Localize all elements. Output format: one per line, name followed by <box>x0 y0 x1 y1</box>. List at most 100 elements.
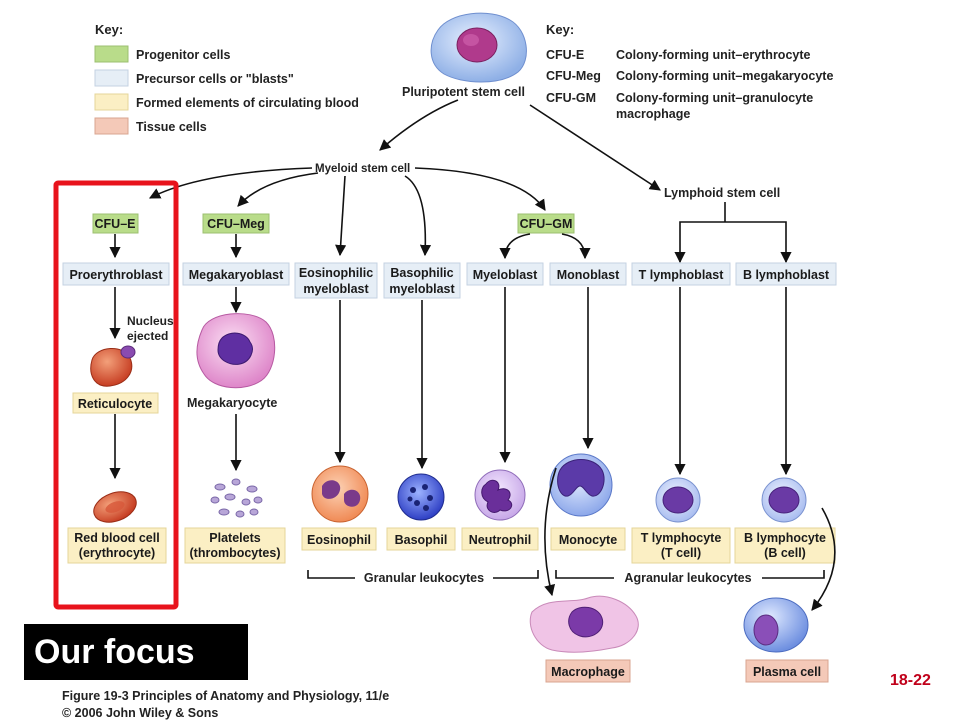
label-basophilic-line1: Basophilic <box>390 266 453 280</box>
arrow-monocyte-to-macrophage <box>544 467 557 597</box>
label-monoblast: Monoblast <box>557 268 620 282</box>
key-swatch-formed <box>94 93 129 111</box>
box-b-lymphocyte <box>734 527 836 564</box>
key-abbr-cfu-e: CFU-E <box>546 48 584 62</box>
arrow-pluripotent-to-lymphoid <box>529 104 661 191</box>
label-granular-leukocytes: Granular leukocytes <box>364 571 484 585</box>
pluripotent-stem-cell-illustration <box>430 12 527 83</box>
arrow-cfu-gm-to-monoblast <box>561 233 591 260</box>
megakaryocyte-illustration <box>196 313 276 389</box>
label-neutrophil: Neutrophil <box>469 533 532 547</box>
arrow-cfu-gm-to-myeloblast <box>499 233 531 260</box>
box-reticulocyte <box>72 392 159 414</box>
key-swatch-precursor <box>94 69 129 87</box>
basophil-illustration <box>397 473 445 521</box>
key-label-progenitor: Progenitor cells <box>136 48 231 62</box>
our-focus-label: Our focus <box>24 624 248 680</box>
arrow-myeloid-to-cfu-meg <box>237 172 319 207</box>
page-number: 18-22 <box>890 672 931 689</box>
focus-highlight-box <box>53 180 179 610</box>
bracket-agranular-leukocytes <box>555 570 825 579</box>
arrow-lymphoid-to-t-lymphoblast <box>674 221 725 264</box>
label-b-lymphoblast: B lymphoblast <box>743 268 830 282</box>
label-nucleus-line1: Nucleus <box>127 314 174 328</box>
caption-line1: Figure 19-3 Principles of Anatomy and Ph… <box>62 689 390 703</box>
label-t-lymphocyte-line1: T lymphocyte <box>641 531 722 545</box>
key-meaning-cfu-e: Colony-forming unit–erythrocyte <box>616 48 811 62</box>
arrow-pluripotent-to-myeloid <box>379 99 459 151</box>
label-eosinophilic-line1: Eosinophilic <box>299 266 373 280</box>
label-b-lymphocyte-line1: B lymphocyte <box>744 531 826 545</box>
label-agranular-leukocytes: Agranular leukocytes <box>624 571 751 585</box>
label-lymphoid-stem-cell: Lymphoid stem cell <box>664 186 780 200</box>
arrow-myeloid-to-eosinophilic-myeloblast <box>335 175 347 257</box>
key-label-precursor: Precursor cells or "blasts" <box>136 72 294 86</box>
box-macrophage <box>545 659 631 683</box>
box-eosinophil <box>301 527 377 551</box>
label-b-lymphocyte-line2: (B cell) <box>764 546 806 560</box>
box-plasma-cell <box>745 659 829 683</box>
key-swatch-progenitor <box>94 45 129 63</box>
box-megakaryoblast <box>182 262 290 286</box>
box-platelets <box>184 527 286 564</box>
box-b-lymphoblast <box>735 262 837 286</box>
label-eosinophil: Eosinophil <box>307 533 371 547</box>
box-monocyte <box>550 527 626 551</box>
box-cfu-meg <box>202 213 270 234</box>
key-abbr-cfu-meg: CFU-Meg <box>546 69 601 83</box>
arrow-myeloid-to-cfu-gm <box>414 167 546 211</box>
eosinophil-illustration <box>311 465 369 523</box>
label-cfu-meg: CFU–Meg <box>207 217 265 231</box>
key-swatch-tissue <box>94 117 129 135</box>
platelets-illustration <box>210 478 263 518</box>
arrow-myeloid-to-cfu-e <box>149 167 313 199</box>
label-cfu-gm: CFU–GM <box>520 217 573 231</box>
label-reticulocyte: Reticulocyte <box>78 397 152 411</box>
label-cfu-e: CFU–E <box>95 217 136 231</box>
key-meaning-cfu-gm: Colony-forming unit–granulocyte <box>616 91 813 105</box>
label-eosinophilic-line2: myeloblast <box>303 282 369 296</box>
box-neutrophil <box>461 527 539 551</box>
key-label-formed: Formed elements of circulating blood <box>136 96 359 110</box>
box-cfu-e <box>92 213 139 234</box>
key-meaning-cfu-gm-cont: macrophage <box>616 107 690 121</box>
box-red-blood-cell <box>67 527 167 564</box>
label-megakaryoblast: Megakaryoblast <box>189 268 284 282</box>
macrophage-illustration <box>529 595 639 653</box>
box-t-lymphoblast <box>631 262 731 286</box>
plasma-cell-illustration <box>743 597 809 653</box>
b-lymphocyte-illustration <box>761 477 807 523</box>
key-meaning-cfu-meg: Colony-forming unit–megakaryocyte <box>616 69 833 83</box>
arrow-lymphoid-to-b-lymphoblast <box>725 221 792 264</box>
label-nucleus-line2: ejected <box>127 329 168 343</box>
t-lymphocyte-illustration <box>655 477 701 523</box>
figure-caption: Figure 19-3 Principles of Anatomy and Ph… <box>62 688 389 722</box>
red-blood-cell-illustration <box>93 491 137 523</box>
key-label-tissue: Tissue cells <box>136 120 207 134</box>
label-basophilic-line2: myeloblast <box>389 282 455 296</box>
label-rbc-line2: (erythrocyte) <box>79 546 155 560</box>
key-right-title: Key: <box>546 22 574 37</box>
label-plasma-cell: Plasma cell <box>753 665 821 679</box>
box-t-lymphocyte <box>631 527 731 564</box>
label-myeloid-stem-cell: Myeloid stem cell <box>315 163 410 175</box>
box-cfu-gm <box>517 213 575 234</box>
neutrophil-illustration <box>474 469 526 521</box>
reticulocyte-illustration <box>90 345 136 387</box>
label-t-lymphocyte-line2: (T cell) <box>661 546 701 560</box>
label-rbc-line1: Red blood cell <box>74 531 159 545</box>
box-monoblast <box>549 262 627 286</box>
box-eosinophilic-myeloblast <box>294 262 378 299</box>
label-basophil: Basophil <box>395 533 448 547</box>
key-left-title: Key: <box>95 22 123 37</box>
bracket-granular-leukocytes <box>307 570 539 579</box>
caption-line2: © 2006 John Wiley & Sons <box>62 706 219 720</box>
monocyte-illustration <box>549 453 613 517</box>
label-platelets-line1: Platelets <box>209 531 260 545</box>
arrow-myeloid-to-basophilic-myeloblast <box>404 175 432 257</box>
label-monocyte: Monocyte <box>559 533 617 547</box>
box-basophil <box>386 527 456 551</box>
label-megakaryocyte: Megakaryocyte <box>187 396 277 410</box>
label-macrophage: Macrophage <box>551 665 625 679</box>
